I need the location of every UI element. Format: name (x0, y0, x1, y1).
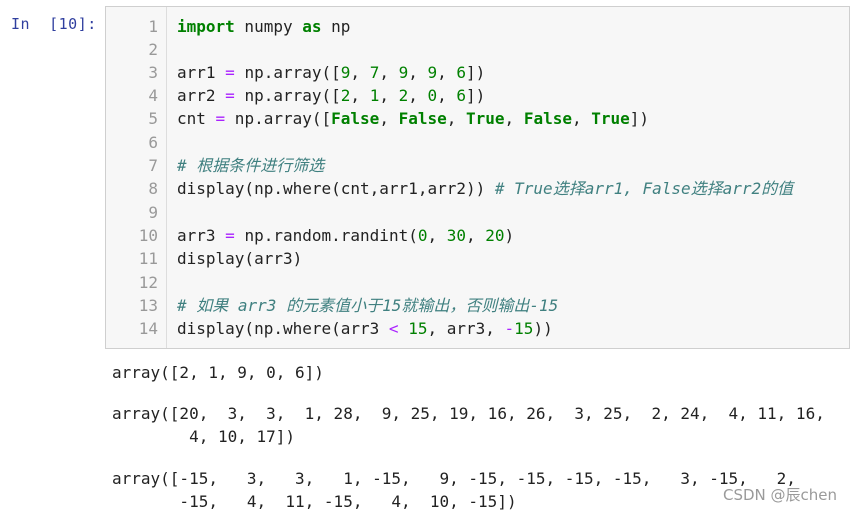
line-number: 5 (148, 109, 158, 128)
code-line-1: import numpy as np (177, 17, 351, 36)
code-comment: # 如果 arr3 的元素值小于15就输出，否则输出-15 (177, 296, 559, 315)
line-number: 1 (148, 17, 158, 36)
line-number-gutter: 1 2 3 4 5 6 7 8 9 10 11 12 13 14 (106, 7, 167, 348)
code-line-13: # 如果 arr3 的元素值小于15就输出，否则输出-15 (177, 294, 558, 317)
output-line: array([20, 3, 3, 1, 28, 9, 25, 19, 16, 2… (112, 404, 825, 423)
line-number: 6 (148, 133, 158, 152)
line-number: 13 (138, 296, 158, 315)
code-line-8: display(np.where(cnt,arr1,arr2)) # True选… (177, 179, 794, 198)
line-number: 10 (138, 226, 158, 245)
line-number: 3 (148, 63, 158, 82)
code-line-10: arr3 = np.random.randint(0, 30, 20) (177, 226, 515, 245)
output-line: 4, 10, 17]) (112, 427, 296, 446)
code-cell-input[interactable]: 1 2 3 4 5 6 7 8 9 10 11 12 13 14 import … (105, 6, 850, 349)
code-line-3: arr1 = np.array([9, 7, 9, 9, 6]) (177, 63, 486, 82)
output-line: array([2, 1, 9, 0, 6]) (112, 363, 324, 382)
line-number: 2 (148, 40, 158, 59)
code-line-11: display(arr3) (177, 249, 303, 268)
code-line-4: arr2 = np.array([2, 1, 2, 0, 6]) (177, 86, 486, 105)
line-number: 14 (138, 319, 158, 338)
code-line-7: # 根据条件进行筛选 (177, 154, 324, 177)
output-line: array([-15, 3, 3, 1, -15, 9, -15, -15, -… (112, 469, 796, 488)
code-line-14: display(np.where(arr3 < 15, arr3, -15)) (177, 319, 553, 338)
line-number: 8 (148, 179, 158, 198)
line-number: 12 (138, 273, 158, 292)
code-comment: # True选择arr1, False选择arr2的值 (494, 179, 794, 198)
cell-prompt: In [10]: (11, 15, 97, 33)
watermark: CSDN @辰chen (722, 486, 837, 504)
output-line: -15, 4, 11, -15, 4, 10, -15]) (112, 492, 517, 511)
line-number: 11 (138, 249, 158, 268)
code-comment: # 根据条件进行筛选 (177, 156, 325, 175)
code-line-5: cnt = np.array([False, False, True, Fals… (177, 109, 650, 128)
line-number: 4 (148, 86, 158, 105)
line-number: 7 (148, 156, 158, 175)
line-number: 9 (148, 203, 158, 222)
